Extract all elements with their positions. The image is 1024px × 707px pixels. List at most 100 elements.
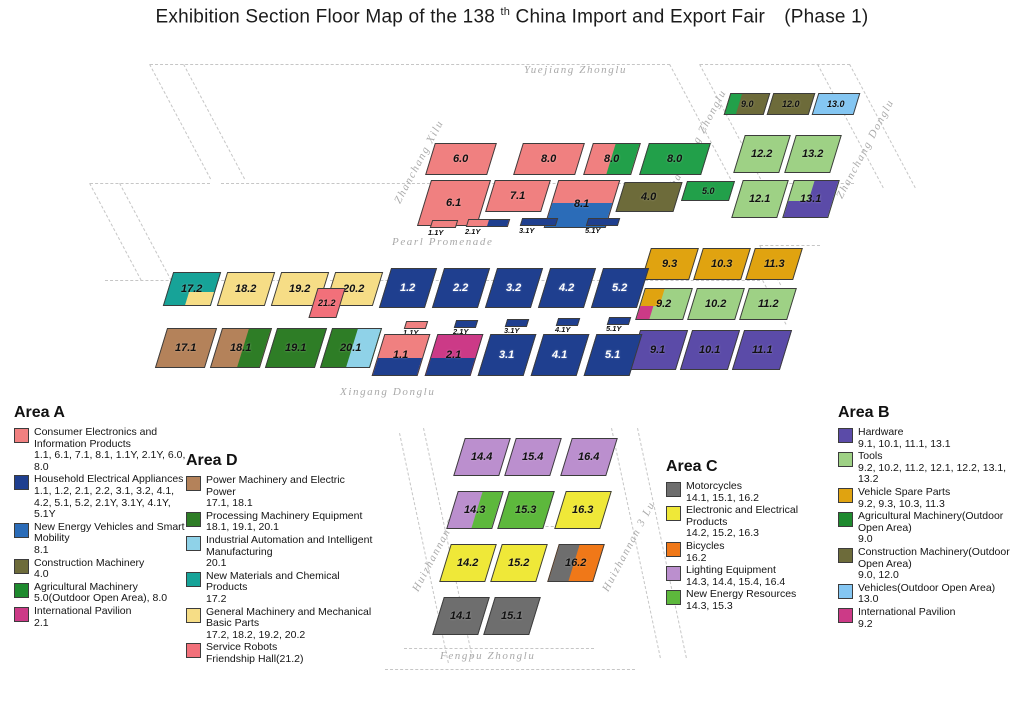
map-block-2-1[interactable]: 2.1 <box>424 334 484 376</box>
legend-item[interactable]: Industrial Automation and Intelligent Ma… <box>186 534 376 570</box>
map-block-12-0[interactable]: 12.0 <box>766 93 816 115</box>
legend-label: Vehicle Spare Parts <box>858 485 951 498</box>
map-block-11-1[interactable]: 11.1 <box>731 330 793 370</box>
map-block-14-2[interactable]: 14.2 <box>439 544 497 582</box>
map-block-14-1[interactable]: 14.1 <box>432 597 490 635</box>
map-block-16-4[interactable]: 16.4 <box>560 438 618 476</box>
map-strip-5-1y[interactable] <box>585 218 621 226</box>
legend-item[interactable]: Vehicles(Outdoor Open Area)13.0 <box>838 582 1018 606</box>
map-block-11-2[interactable]: 11.2 <box>739 288 797 320</box>
map-block-6-0[interactable]: 6.0 <box>425 143 497 175</box>
map-block-9-0[interactable]: 9.0 <box>723 93 771 115</box>
map-block-8-0-a[interactable]: 8.0 <box>513 143 585 175</box>
map-strip-label-5-1y-b: 5.1Y <box>606 324 622 333</box>
map-strip-1-1y[interactable] <box>429 220 459 228</box>
legend-codes: 5.0(Outdoor Open Area), 8.0 <box>34 592 168 605</box>
map-block-12-2[interactable]: 12.2 <box>733 135 791 173</box>
map-block-label: 14.2 <box>457 557 479 569</box>
map-strip-label-1-1y-b: 1.1Y <box>403 328 419 337</box>
legend-label: Consumer Electronics and Information Pro… <box>34 426 158 450</box>
map-block-15-3[interactable]: 15.3 <box>497 491 555 529</box>
map-block-label: 10.1 <box>699 344 721 356</box>
map-block-20-1[interactable]: 20.1 <box>319 328 383 368</box>
legend-swatch-new-energy-vehicles <box>14 522 29 538</box>
map-block-label: 9.0 <box>740 99 754 109</box>
legend-codes: 16.2 <box>686 551 707 564</box>
map-block-label: 19.1 <box>285 342 307 354</box>
map-block-4-2[interactable]: 4.2 <box>537 268 597 308</box>
legend-codes: Friendship Hall(21.2) <box>206 652 304 665</box>
map-block-10-3[interactable]: 10.3 <box>693 248 751 280</box>
map-block-8-0-c[interactable]: 8.0 <box>639 143 711 175</box>
legend-label: Service Robots <box>206 641 278 654</box>
map-block-2-2[interactable]: 2.2 <box>431 268 491 308</box>
map-block-16-3[interactable]: 16.3 <box>554 491 612 529</box>
map-block-11-3[interactable]: 11.3 <box>745 248 803 280</box>
legend-swatch-general-machinery <box>186 607 201 623</box>
map-block-15-4[interactable]: 15.4 <box>504 438 562 476</box>
map-block-13-2[interactable]: 13.2 <box>784 135 842 173</box>
map-block-3-1[interactable]: 3.1 <box>477 334 537 376</box>
map-block-7-1[interactable]: 7.1 <box>485 180 551 212</box>
map-strip-3-1y[interactable] <box>519 218 559 226</box>
legend-item[interactable]: Construction Machinery(Outdoor Open Area… <box>838 546 1018 582</box>
map-block-1-1[interactable]: 1.1 <box>371 334 431 376</box>
map-block-17-2[interactable]: 17.2 <box>162 272 222 306</box>
map-block-3-2[interactable]: 3.2 <box>484 268 544 308</box>
map-block-8-0-b[interactable]: 8.0 <box>583 143 641 175</box>
map-block-1-2[interactable]: 1.2 <box>378 268 438 308</box>
map-block-16-2[interactable]: 16.2 <box>547 544 605 582</box>
map-block-14-4[interactable]: 14.4 <box>453 438 511 476</box>
legend-codes: 9.2 <box>858 617 873 630</box>
map-block-4-0[interactable]: 4.0 <box>615 182 683 212</box>
road-outline-mid-left <box>90 183 210 184</box>
map-block-label: 21.2 <box>318 298 336 308</box>
title-prefix: Exhibition Section Floor Map of the 138 <box>155 6 495 28</box>
legend-item[interactable]: General Machinery and Mechanical Basic P… <box>186 606 376 642</box>
map-block-4-1[interactable]: 4.1 <box>530 334 590 376</box>
map-block-14-3[interactable]: 14.3 <box>446 491 504 529</box>
map-block-15-1[interactable]: 15.1 <box>483 597 541 635</box>
legend-swatch-agricultural-machinery-outdoor <box>838 512 853 528</box>
map-block-15-2[interactable]: 15.2 <box>490 544 548 582</box>
map-block-12-1[interactable]: 12.1 <box>731 180 789 218</box>
map-block-5-0[interactable]: 5.0 <box>680 181 736 201</box>
map-strip-2-1y[interactable] <box>465 219 511 227</box>
map-block-9-2[interactable]: 9.2 <box>635 288 693 320</box>
legend-label: Hardware <box>858 426 904 438</box>
road-label-fengpu-zhonglu: Fengpu Zhonglu <box>440 650 536 662</box>
legend-item[interactable]: Agricultural Machinery(Outdoor Open Area… <box>838 510 1018 546</box>
map-block-18-1[interactable]: 18.1 <box>209 328 273 368</box>
map-block-18-2[interactable]: 18.2 <box>216 272 276 306</box>
legend-item[interactable]: Consumer Electronics and Information Pro… <box>14 426 186 473</box>
road-label-xingang-donglu: Xingang Donglu <box>340 386 436 398</box>
map-block-13-0[interactable]: 13.0 <box>811 93 861 115</box>
map-block-label: 8.1 <box>574 198 590 210</box>
legend-label: Electronic and Electrical Products <box>686 504 799 528</box>
map-block-10-1[interactable]: 10.1 <box>679 330 741 370</box>
map-block-13-1[interactable]: 13.1 <box>782 180 840 218</box>
map-block-17-1[interactable]: 17.1 <box>154 328 218 368</box>
map-block-10-2[interactable]: 10.2 <box>687 288 745 320</box>
map-block-9-3[interactable]: 9.3 <box>641 248 699 280</box>
legend-label: New Energy Resources <box>686 588 797 601</box>
map-block-19-1[interactable]: 19.1 <box>264 328 328 368</box>
